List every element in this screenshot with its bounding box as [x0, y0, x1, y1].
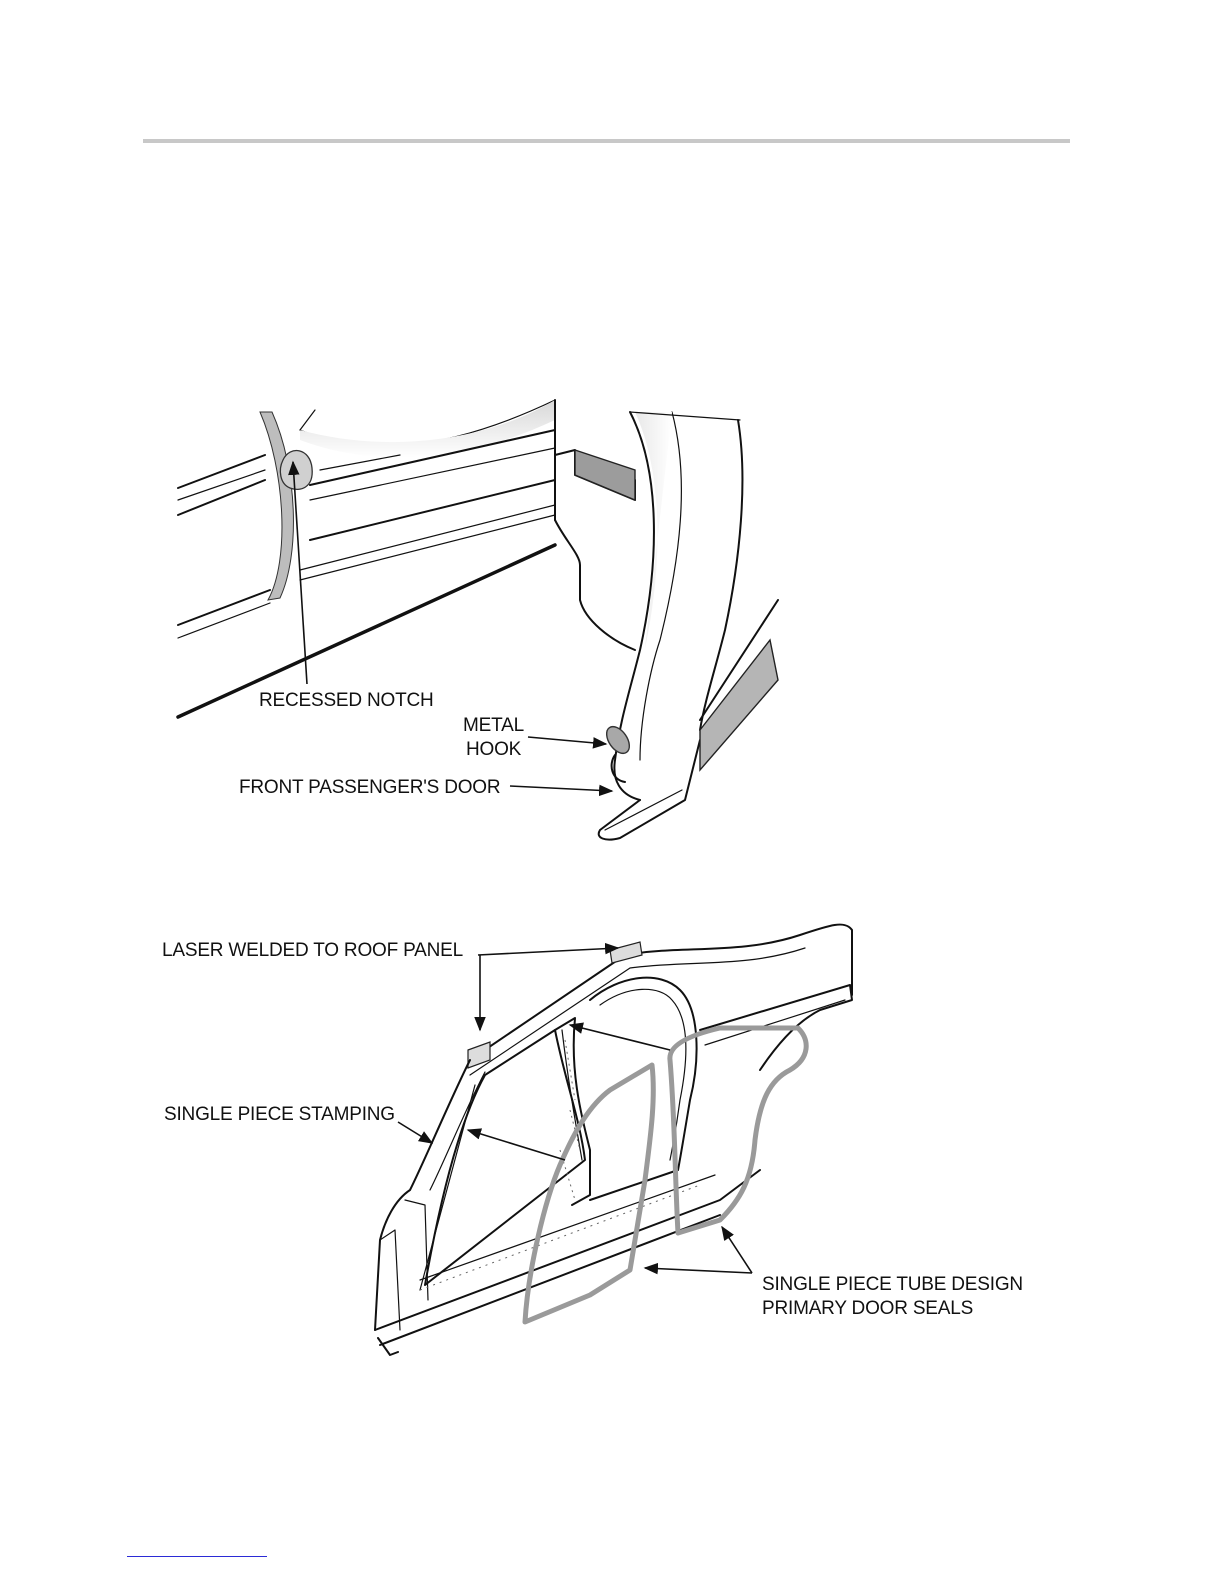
- tube-design-label-line2: PRIMARY DOOR SEALS: [762, 1298, 973, 1319]
- front-passenger-door-label: FRONT PASSENGER'S DOOR: [239, 777, 500, 798]
- metal-hook-label-line2: HOOK: [466, 739, 522, 760]
- recessed-notch-label: RECESSED NOTCH: [259, 690, 434, 711]
- footer-link-underline[interactable]: [127, 1556, 267, 1557]
- tube-design-label-line1: SINGLE PIECE TUBE DESIGN: [762, 1274, 1023, 1295]
- top-leaders: [293, 462, 612, 791]
- metal-hook-label-line1: METAL: [463, 715, 524, 736]
- single-piece-stamping-label: SINGLE PIECE STAMPING: [164, 1104, 395, 1125]
- sill-illustration: [178, 400, 778, 840]
- laser-welded-label: LASER WELDED TO ROOF PANEL: [162, 940, 463, 961]
